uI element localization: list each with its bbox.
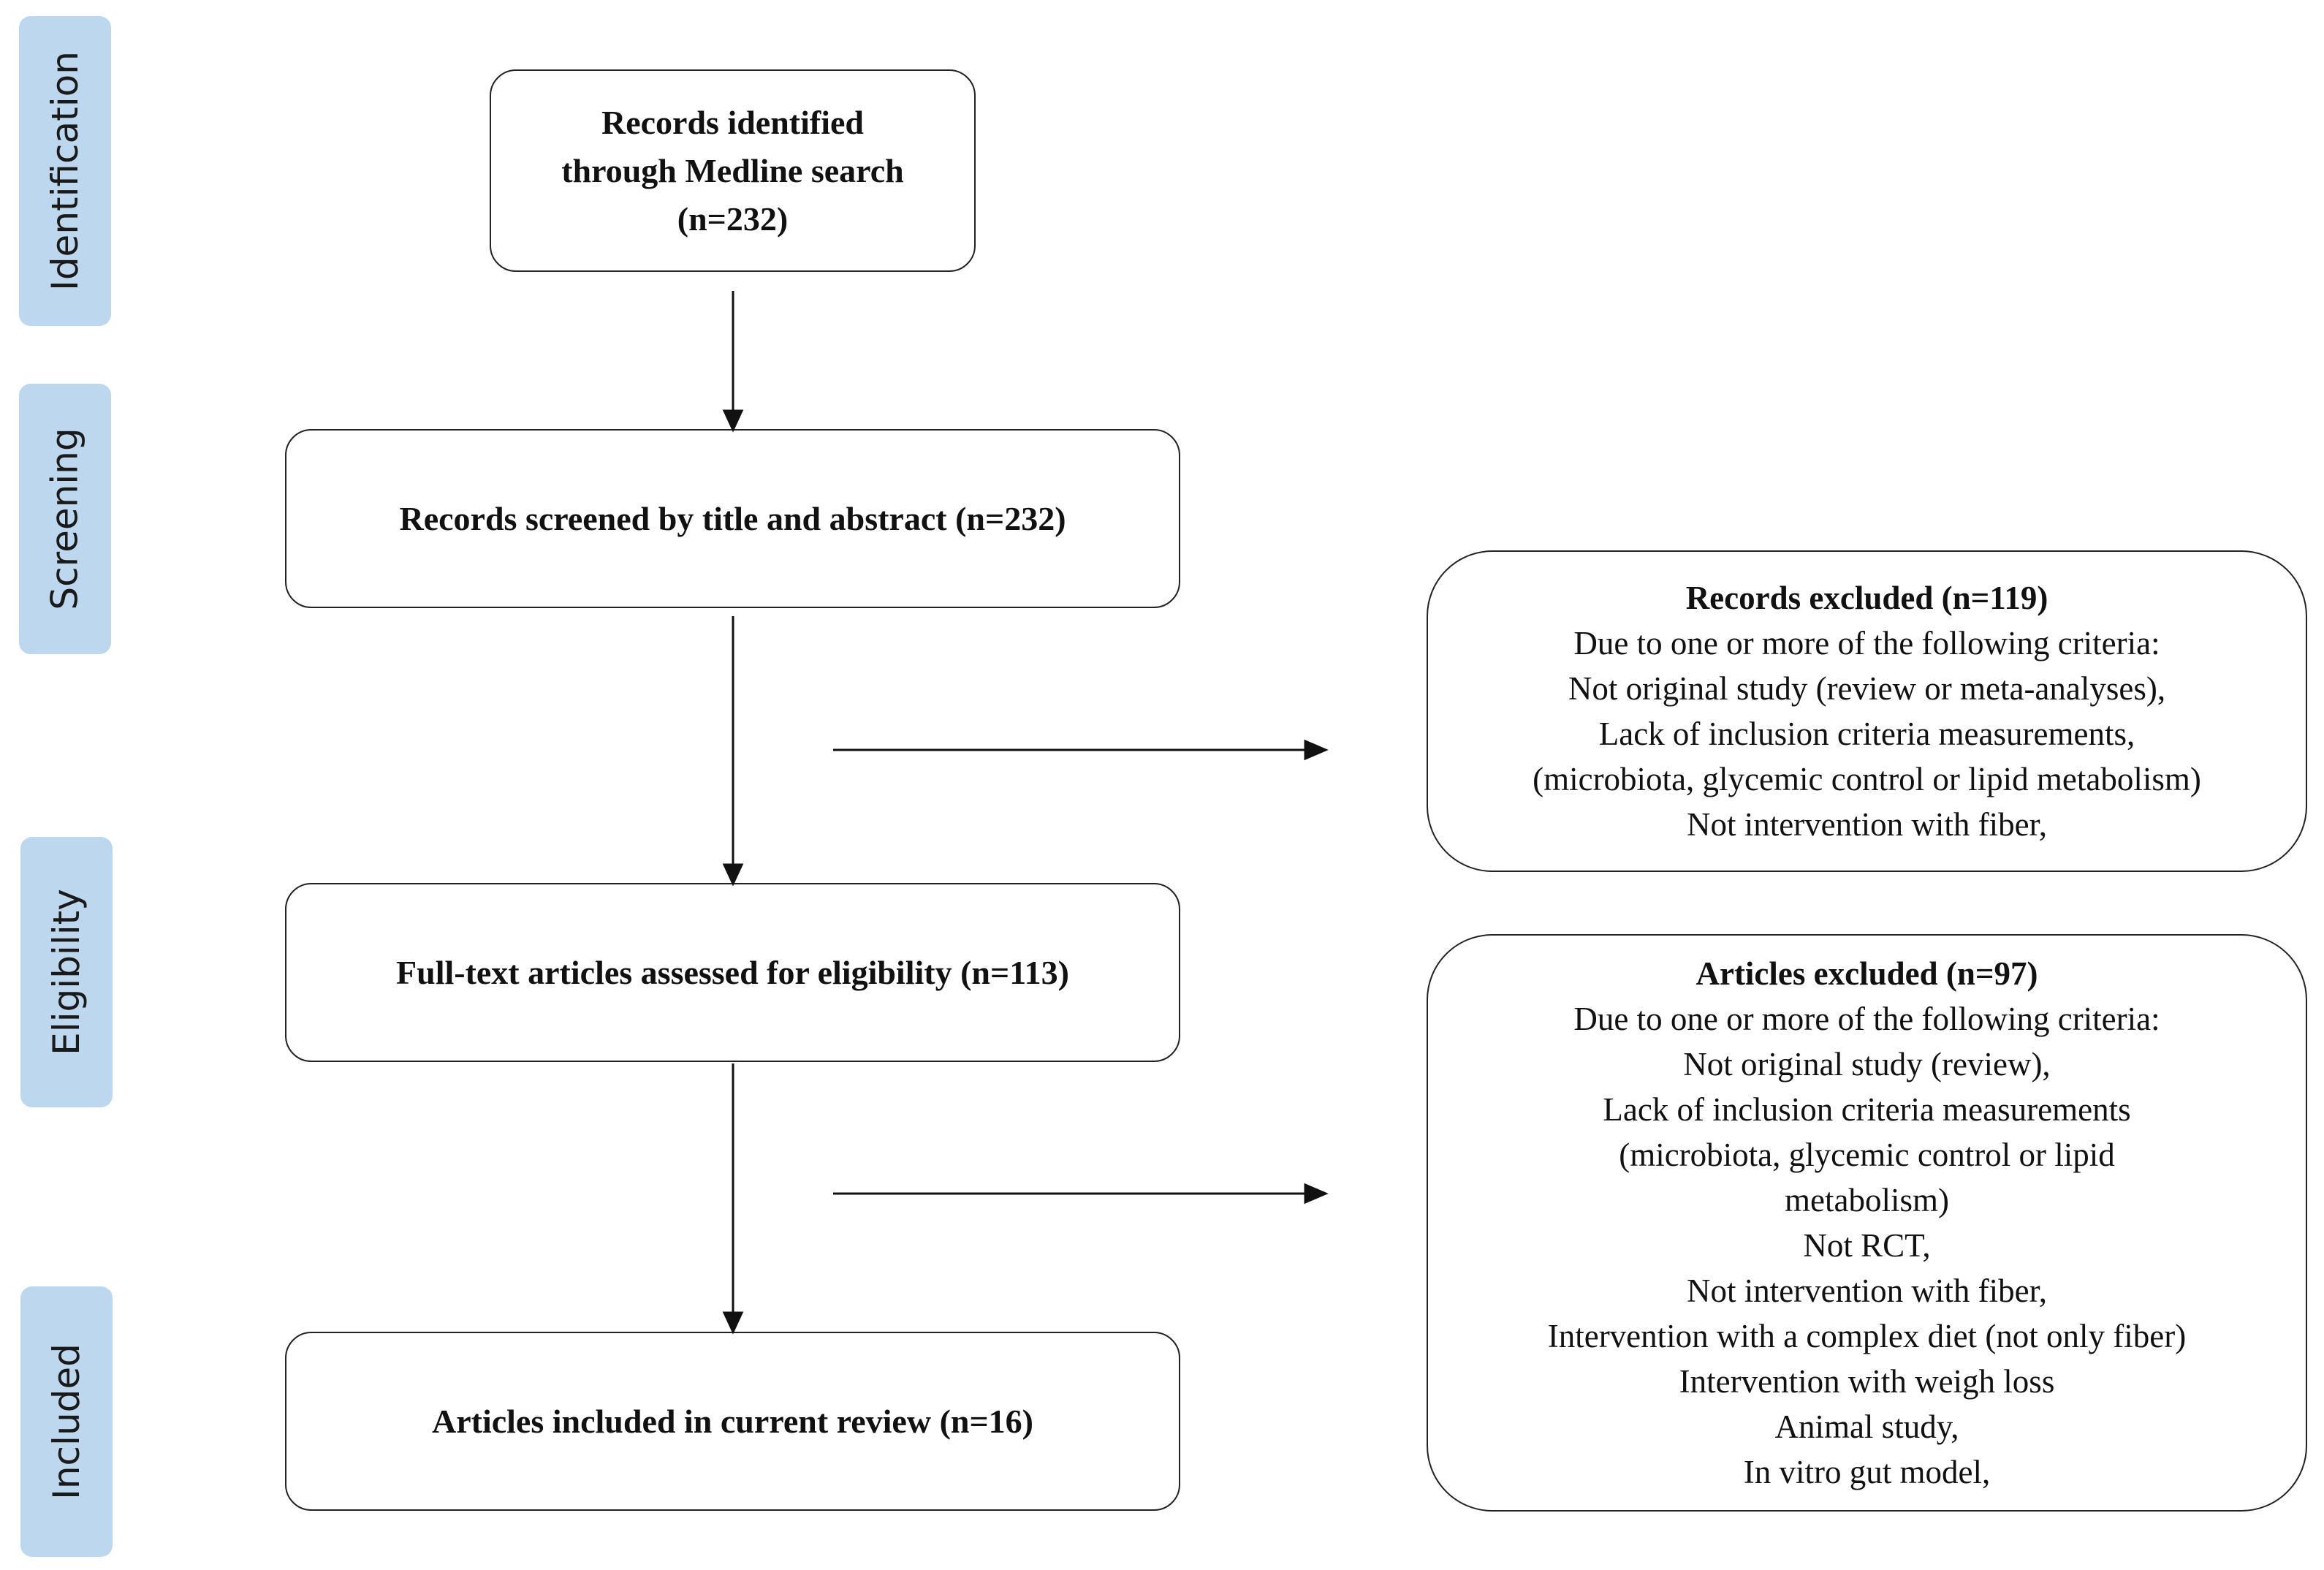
arrowhead-identified-to-screened (722, 409, 744, 433)
records-identified-line-2: through Medline search (561, 151, 904, 189)
articles-excluded-title: Articles excluded (n=97) (1695, 955, 2038, 992)
records-excluded-line-5: Not intervention with fiber, (1686, 806, 2048, 843)
records-excluded-line-4: (microbiota, glycemic control or lipid m… (1533, 761, 2201, 797)
articles-excluded-box: Articles excluded (n=97) Due to one or m… (1427, 934, 2307, 1512)
records-identified-line-3: (n=232) (677, 200, 789, 238)
records-screened-box: Records screened by title and abstract (… (285, 429, 1180, 608)
articles-excluded-line-11: In vitro gut model, (1743, 1454, 1991, 1490)
articles-excluded-line-10: Animal study, (1774, 1408, 1959, 1445)
articles-excluded-line-2: Not original study (review), (1683, 1046, 2051, 1082)
stage-label-eligibility: Eligibility (20, 837, 113, 1107)
stage-label-screening: Screening (19, 384, 111, 654)
articles-included-text: Articles included in current review (n=1… (431, 1402, 1033, 1440)
records-excluded-line-3: Lack of inclusion criteria measurements, (1598, 716, 2135, 752)
arrowhead-screened-to-fulltext (722, 863, 744, 887)
fulltext-assessed-box: Full-text articles assessed for eligibil… (285, 883, 1180, 1062)
articles-excluded-line-7: Not intervention with fiber, (1686, 1273, 2048, 1309)
records-excluded-line-1: Due to one or more of the following crit… (1573, 625, 2160, 661)
articles-included-box: Articles included in current review (n=1… (285, 1332, 1180, 1511)
arrowhead-fulltext-to-included (722, 1311, 744, 1335)
articles-excluded-line-1: Due to one or more of the following crit… (1573, 1001, 2160, 1037)
records-excluded-line-2: Not original study (review or meta-analy… (1568, 670, 2166, 707)
stage-label-identification: Identification (19, 16, 111, 326)
arrowhead-to-records-excluded (1304, 739, 1329, 761)
articles-excluded-line-9: Intervention with weigh loss (1679, 1363, 2055, 1400)
articles-excluded-line-3: Lack of inclusion criteria measurements (1603, 1091, 2131, 1128)
records-screened-text: Records screened by title and abstract (… (399, 499, 1066, 537)
records-excluded-box: Records excluded (n=119) Due to one or m… (1427, 550, 2307, 872)
articles-excluded-line-8: Intervention with a complex diet (not on… (1547, 1318, 2187, 1354)
records-excluded-title: Records excluded (n=119) (1685, 580, 2048, 616)
arrowhead-to-articles-excluded (1304, 1183, 1329, 1205)
records-identified-box: Records identified through Medline searc… (490, 69, 976, 272)
fulltext-assessed-text: Full-text articles assessed for eligibil… (396, 953, 1069, 991)
articles-excluded-line-5: metabolism) (1785, 1182, 1949, 1218)
articles-excluded-line-6: Not RCT, (1803, 1227, 1931, 1264)
articles-excluded-line-4: (microbiota, glycemic control or lipid (1619, 1137, 2115, 1173)
records-identified-line-1: Records identified (601, 103, 864, 141)
stage-label-included: Included (20, 1286, 113, 1557)
